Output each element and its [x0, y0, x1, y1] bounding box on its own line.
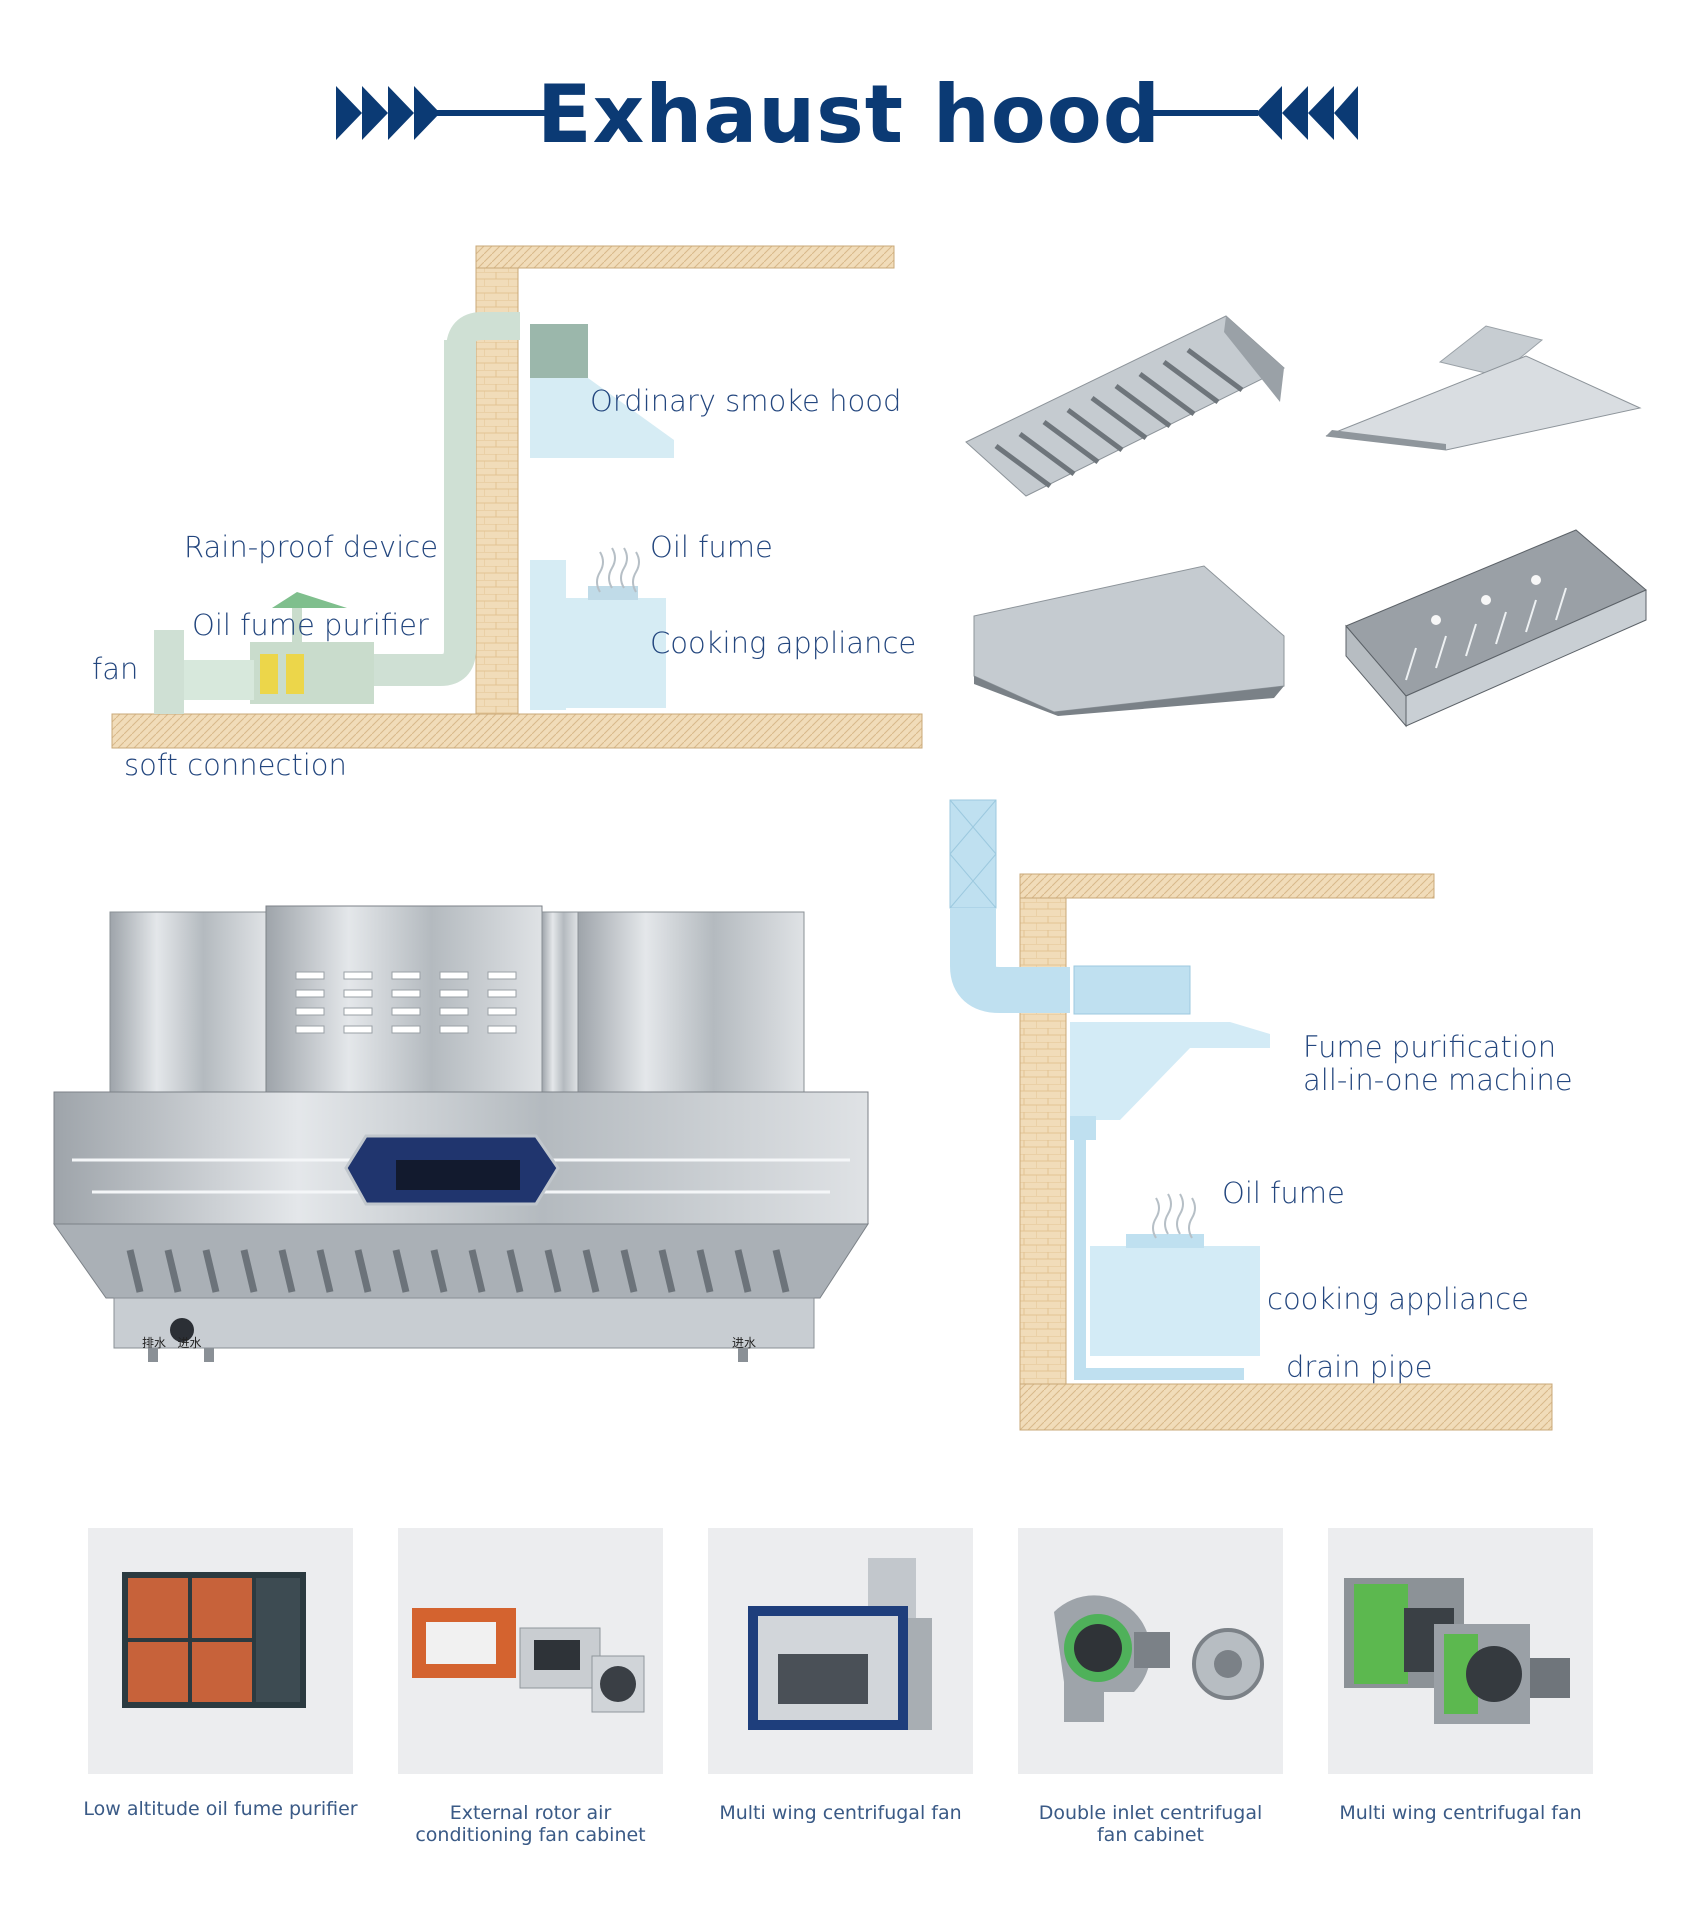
centrifugal-fan-cabinet-icon	[1344, 1578, 1570, 1724]
page-title: Exhaust hood	[537, 68, 1161, 161]
label-cooking-appliance-2: cooking appliance	[1267, 1282, 1529, 1316]
label-fan: fan	[92, 652, 139, 686]
left-arrows-icon	[336, 86, 546, 140]
label-drain-pipe: drain pipe	[1286, 1350, 1433, 1384]
caption-product-2-line1: External rotor air	[449, 1802, 612, 1824]
label-oil-fume-2: Oil fume	[1222, 1176, 1345, 1210]
hood-photo-4	[1345, 529, 1647, 728]
all-in-one-diagram	[949, 799, 1553, 1431]
product-card-4	[1018, 1528, 1283, 1774]
caption-product-4: Double inlet centrifugal fan cabinet	[1008, 1802, 1293, 1846]
hood-product-photo	[53, 905, 869, 1362]
multi-wing-fan-icon	[748, 1558, 932, 1730]
product-card-1	[88, 1528, 353, 1774]
hood-photo-1	[965, 315, 1285, 497]
label-ordinary-smoke-hood: Ordinary smoke hood	[590, 384, 902, 418]
label-oil-fume-purifier: Oil fume purifier	[192, 608, 429, 642]
label-cooking-appliance: Cooking appliance	[650, 626, 917, 660]
caption-product-4-line2: fan cabinet	[1096, 1824, 1205, 1846]
hood-photo-2	[1325, 325, 1642, 451]
label-fume-purification-1: Fume purification	[1303, 1030, 1557, 1064]
label-oil-fume: Oil fume	[650, 530, 773, 564]
caption-product-2: External rotor air conditioning fan cabi…	[388, 1802, 673, 1846]
caption-product-5: Multi wing centrifugal fan	[1318, 1802, 1603, 1824]
product-card-2	[398, 1528, 663, 1774]
label-fume-purification-2: all-in-one machine	[1303, 1063, 1573, 1097]
caption-product-2-line2: conditioning fan cabinet	[415, 1824, 646, 1846]
hood-mark-left: 排水 进水	[142, 1336, 202, 1350]
ordinary-hood-diagram	[111, 245, 923, 749]
hood-mark-right: 进水	[732, 1336, 757, 1350]
caption-product-1: Low altitude oil fume purifier	[78, 1798, 363, 1820]
caption-product-3: Multi wing centrifugal fan	[698, 1802, 983, 1824]
oil-fume-purifier-icon	[122, 1572, 306, 1708]
product-card-3	[708, 1528, 973, 1774]
caption-product-1-line1: Low altitude oil fume purifier	[83, 1798, 358, 1820]
fan-cabinet-icon	[412, 1608, 645, 1713]
label-soft-connection: soft connection	[124, 748, 347, 782]
caption-product-5-line1: Multi wing centrifugal fan	[1339, 1802, 1582, 1824]
hood-photo-3	[973, 565, 1285, 716]
double-inlet-fan-icon	[1054, 1595, 1264, 1722]
label-rain-proof-device: Rain-proof device	[184, 530, 439, 564]
caption-product-4-line1: Double inlet centrifugal	[1038, 1802, 1263, 1824]
product-card-5	[1328, 1528, 1593, 1774]
caption-product-3-line1: Multi wing centrifugal fan	[719, 1802, 962, 1824]
right-arrows-icon	[1148, 86, 1358, 140]
